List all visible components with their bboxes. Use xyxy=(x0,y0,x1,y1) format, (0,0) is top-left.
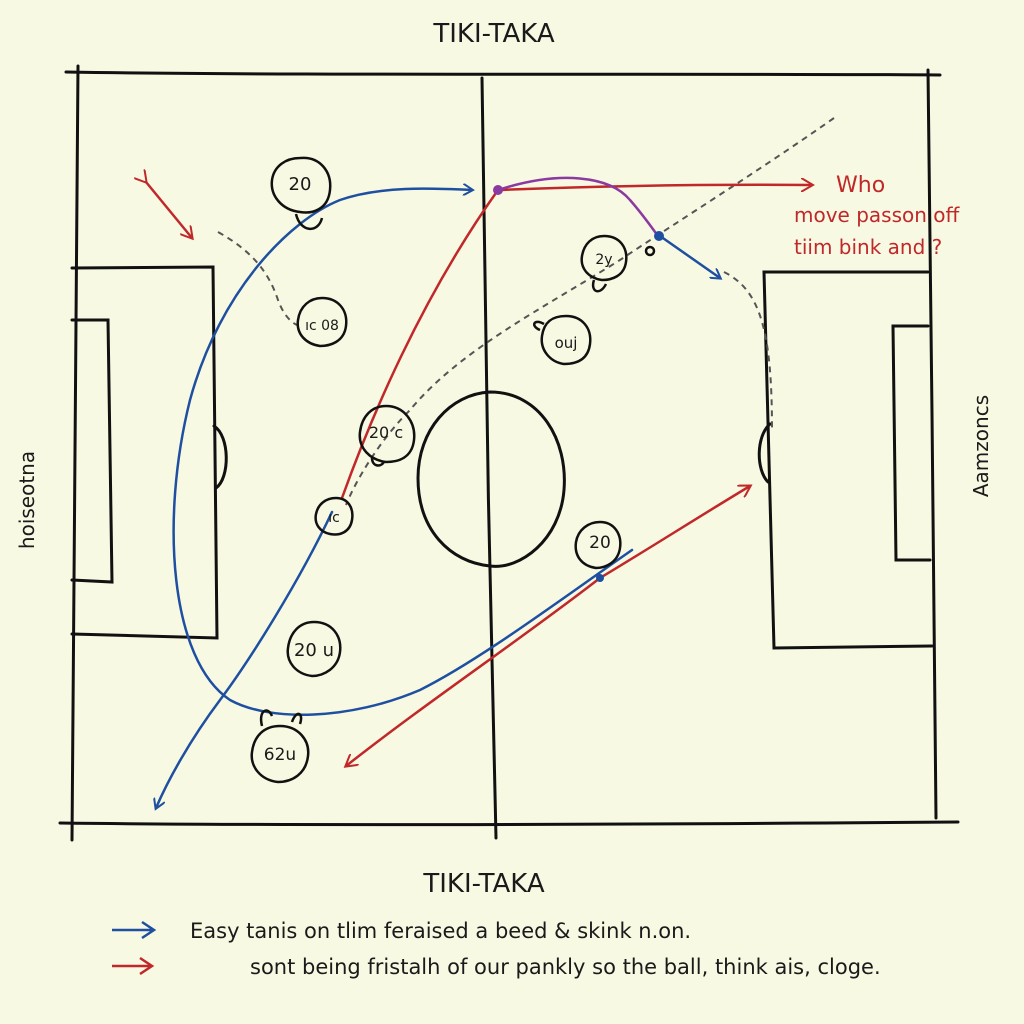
player-token: 20 xyxy=(270,156,332,230)
annotation: Who move passon off tiim bink and ? xyxy=(794,173,961,259)
dashed-run-left xyxy=(217,231,301,327)
pitch-top-line xyxy=(64,70,942,77)
player-label: 20 xyxy=(589,533,611,553)
legend-arrow-red xyxy=(112,956,155,976)
blue-pass-right xyxy=(658,234,720,278)
player-label: ouj xyxy=(555,334,578,352)
players: 20 ıc 08 20 c ıc 20 u 62u xyxy=(250,156,656,784)
player-label: 20 u xyxy=(294,640,334,661)
legend-item-blue: Easy tanis on tlim feraised a beed & ski… xyxy=(112,919,691,943)
player-label: ıc xyxy=(328,510,340,526)
left-penalty-box xyxy=(70,265,219,640)
annotation-line: Who xyxy=(836,173,885,198)
purple-pass xyxy=(497,176,660,237)
blue-pass-loop xyxy=(172,189,634,716)
dashed-run-right-box xyxy=(723,271,773,431)
player-token: ouj xyxy=(533,314,592,366)
red-double-arrow xyxy=(146,182,192,238)
left-penalty-arc xyxy=(212,424,228,490)
legend-text: Easy tanis on tlim feraised a beed & ski… xyxy=(190,919,691,943)
legend: Easy tanis on tlim feraised a beed & ski… xyxy=(112,919,881,979)
red-passes xyxy=(146,182,812,766)
diagram-title-bottom: TIKI-TAKA xyxy=(422,869,545,899)
red-pass-long-up xyxy=(340,188,500,500)
player-label: ıc 08 xyxy=(305,318,339,334)
pass-node-blue-top xyxy=(654,231,664,241)
red-pass-across xyxy=(496,185,812,190)
right-penalty-box xyxy=(762,270,934,650)
pass-node-purple xyxy=(493,185,503,195)
center-circle xyxy=(416,390,566,568)
red-pass-diagonal-down xyxy=(346,576,602,766)
player-token: 2y xyxy=(580,234,656,293)
dashed-runs xyxy=(217,117,835,506)
pitch-right-line xyxy=(926,68,938,820)
blue-pass-down-left xyxy=(156,510,334,808)
halfway-line xyxy=(480,76,498,840)
annotation-line: move passon off xyxy=(794,203,961,227)
dashed-run-top-right xyxy=(345,117,835,506)
player-token: ıc 08 xyxy=(296,296,348,348)
left-goal-box xyxy=(70,318,114,584)
blue-passes xyxy=(156,189,720,808)
player-label: 2y xyxy=(595,252,612,268)
side-label-left: hoiseotna xyxy=(15,451,39,549)
pitch xyxy=(58,64,960,842)
legend-arrow-blue xyxy=(112,920,157,940)
player-label: 20 xyxy=(289,174,312,195)
side-label-right: Aamzoncs xyxy=(969,395,993,497)
player-label: 20 c xyxy=(369,423,403,442)
pass-node-blue-bottom xyxy=(596,574,604,582)
player-label: 62u xyxy=(264,745,296,765)
right-goal-box xyxy=(891,324,932,562)
player-token: ıc xyxy=(314,496,354,536)
player-token: 20 u xyxy=(286,620,342,678)
legend-item-red: sont being fristalh of our pankly so the… xyxy=(112,955,881,979)
right-penalty-arc xyxy=(757,422,772,484)
legend-text: sont being fristalh of our pankly so the… xyxy=(250,955,881,979)
red-pass-diagonal-up xyxy=(598,486,750,580)
annotation-line: tiim bink and ? xyxy=(794,235,942,259)
diagram-title-top: TIKI-TAKA xyxy=(432,19,555,49)
pitch-left-line xyxy=(70,64,80,842)
pitch-bottom-line xyxy=(58,820,960,827)
player-token: 20 c xyxy=(358,404,416,467)
player-token: 20 xyxy=(574,520,622,570)
player-token: 62u xyxy=(250,709,310,784)
